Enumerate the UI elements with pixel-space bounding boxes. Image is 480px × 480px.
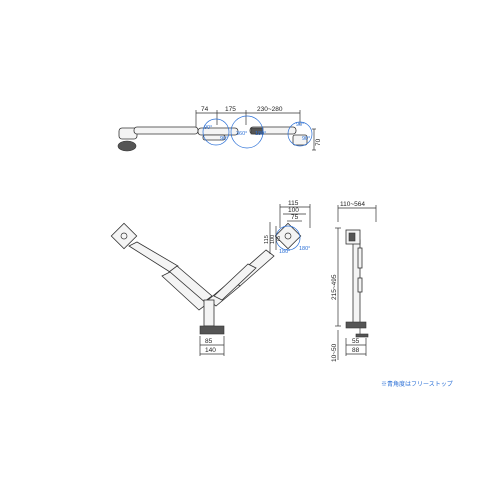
side-clamp <box>345 321 367 329</box>
top-rotation-left <box>202 118 230 146</box>
side-view: 110~564 215~495 10~50 55 88 <box>331 201 377 362</box>
top-rotation-right <box>287 121 313 147</box>
front-vesa-left <box>110 222 138 250</box>
front-dim-85: 85 <box>205 338 213 345</box>
top-clamp-base <box>117 140 137 152</box>
side-clamp-plate <box>355 333 369 338</box>
top-dim-74: 74 <box>201 106 209 113</box>
top-dim-70: 70 <box>315 138 322 146</box>
front-dim-100: 100 <box>288 207 299 214</box>
side-vesa-joint <box>348 232 356 242</box>
top-view: 74 175 230~280 90° 90° 360° 180° 90° 90°… <box>117 106 322 152</box>
top-rotation-center <box>230 115 264 149</box>
front-angle-2: 180° <box>299 246 310 252</box>
top-angle-4: 180° <box>255 131 266 137</box>
free-stop-note: ※青角度はフリーストップ <box>381 382 453 388</box>
top-vesa-right <box>292 134 308 146</box>
front-vdim-115: 115 <box>264 235 270 244</box>
front-base <box>199 325 225 335</box>
side-dim-110-564: 110~564 <box>340 201 365 208</box>
top-arm-left-1 <box>133 126 199 135</box>
side-dim-215-495: 215~495 <box>331 274 338 300</box>
front-pole <box>203 299 215 327</box>
top-angle-6: 90° <box>302 136 310 142</box>
front-vesa-right <box>274 222 302 250</box>
top-dim-230-280: 230~280 <box>257 106 283 113</box>
front-view: 180° 180° 115 100 75 115 100 75 85 140 <box>110 200 310 356</box>
top-angle-3: 360° <box>236 131 247 137</box>
front-dim-115: 115 <box>288 200 299 207</box>
top-angle-2: 90° <box>220 136 228 142</box>
front-dim-75: 75 <box>291 214 299 221</box>
front-dim-140: 140 <box>205 347 216 354</box>
side-arm-2 <box>357 277 363 293</box>
side-arm-1 <box>357 247 363 269</box>
front-left-upper-arm <box>128 241 179 273</box>
front-vdim-100: 100 <box>270 235 276 244</box>
front-right-gas-arm <box>213 263 257 301</box>
side-dim-88: 88 <box>352 347 360 354</box>
top-angle-1: 90° <box>204 125 212 131</box>
side-dim-10-50: 10~50 <box>331 343 338 362</box>
front-angle-1: 180° <box>279 249 290 255</box>
front-vdim-75: 75 <box>276 236 282 242</box>
side-dim-55: 55 <box>352 338 360 345</box>
top-dim-175: 175 <box>225 106 236 113</box>
top-arm-lower <box>202 134 226 141</box>
top-angle-5: 90° <box>296 122 304 128</box>
